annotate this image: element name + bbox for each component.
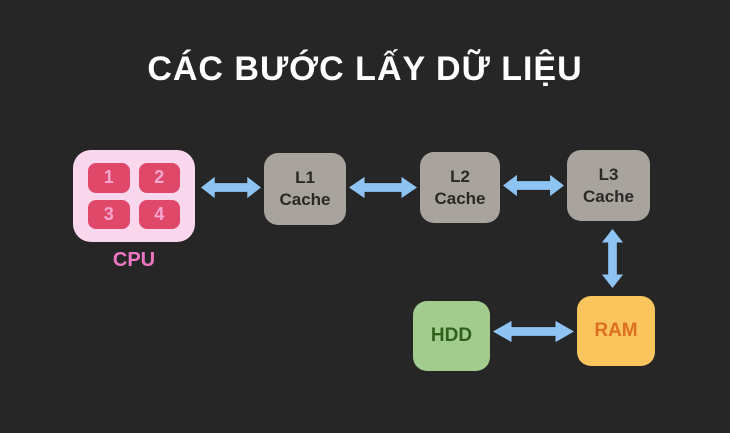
cpu-core-3: 3: [88, 199, 130, 229]
node-ram: RAM: [577, 296, 655, 366]
l1-cache-label-line1: L1: [295, 168, 315, 187]
node-l3-cache: L3 Cache: [567, 150, 650, 221]
arrow-cpu-l1-icon: [201, 175, 261, 200]
ram-label: RAM: [594, 320, 638, 341]
node-l2-cache: L2 Cache: [420, 152, 500, 223]
cpu-label: CPU: [112, 249, 156, 271]
arrow-l2-l3-icon: [503, 173, 564, 198]
arrow-l1-l2-icon: [349, 175, 417, 200]
l2-cache-label-line2: Cache: [434, 188, 486, 208]
l3-cache-label-line1: L3: [598, 164, 619, 184]
cpu-core-1: 1: [88, 163, 130, 193]
l3-cache-label-line2: Cache: [582, 186, 635, 206]
cpu-core-4: 4: [138, 199, 180, 229]
arrow-l3-ram-icon: [600, 229, 625, 288]
arrow-hdd-ram-icon: [493, 319, 574, 344]
cpu-block: 1 2 3 4: [73, 150, 195, 242]
hdd-label: HDD: [430, 325, 473, 346]
l2-cache-label-line1: L2: [450, 166, 470, 186]
cpu-core-2: 2: [138, 163, 180, 193]
diagram-title: CÁC BƯỚC LẤY DỮ LIỆU: [147, 50, 583, 88]
l1-cache-label-line2: Cache: [279, 190, 331, 209]
node-hdd: HDD: [413, 301, 490, 371]
node-l1-cache: L1 Cache: [264, 153, 346, 225]
